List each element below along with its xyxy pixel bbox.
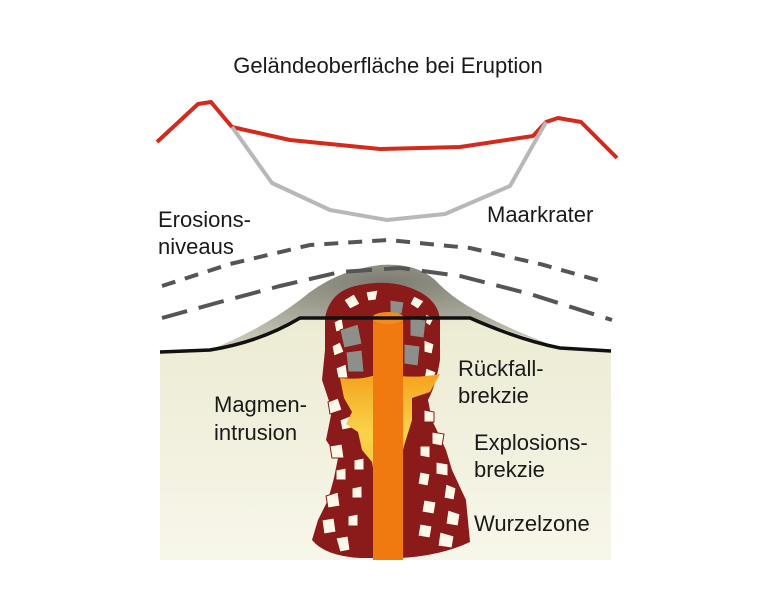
explosion-breccia-label-line1: Explosions- — [474, 430, 588, 455]
magma-conduit — [373, 316, 403, 560]
erosion-label-line2: niveaus — [158, 234, 234, 259]
root-zone-label: Wurzelzone — [474, 511, 590, 536]
eruption-surface-line — [155, 100, 619, 160]
magma-label-line2: intrusion — [214, 420, 297, 445]
erosion-label-line1: Erosions- — [158, 207, 251, 232]
erosion-level-upper — [161, 237, 605, 288]
maar-crater-outline — [230, 121, 548, 222]
maar-crater-label: Maarkrater — [487, 202, 593, 227]
erosion-level-lower — [161, 265, 613, 322]
present-surface-line — [159, 316, 612, 354]
magma-label-line1: Magmen- — [214, 392, 307, 417]
eruption-surface-title: Geländeoberfläche bei Eruption — [233, 53, 542, 78]
fallback-breccia-label-line1: Rückfall- — [458, 356, 544, 381]
fallback-breccia-label-line2: brekzie — [458, 383, 529, 408]
explosion-breccia-label-line2: brekzie — [474, 457, 545, 482]
